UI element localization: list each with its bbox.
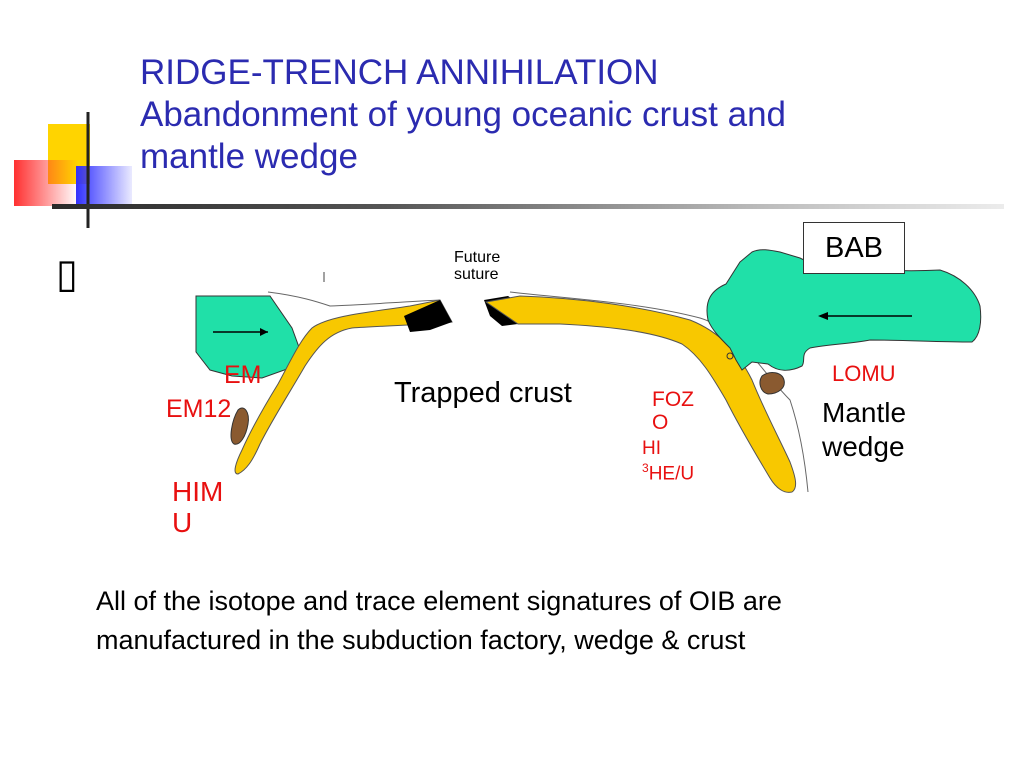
right-crust-slab: [484, 295, 797, 493]
bab-label-box: BAB: [803, 222, 905, 274]
trapped-crust-label: Trapped crust: [394, 377, 572, 409]
lomu-label: LOMU: [832, 361, 896, 386]
future-suture-label: Future suture: [454, 249, 501, 283]
mantle-wedge-label: Mantle wedge: [822, 397, 907, 462]
left-arrow-head: [260, 328, 268, 336]
left-suture-cap: [404, 300, 452, 332]
blue-square: [76, 166, 132, 206]
left-brown-blob: [230, 407, 249, 445]
missing-glyph-box-icon: ▯: [56, 251, 79, 297]
left-mantle-wedge: [195, 295, 301, 379]
he-u-superscript: 3: [642, 460, 649, 475]
he-u-label: HI 3HE/U: [642, 438, 695, 485]
slide-title: RIDGE-TRENCH ANNIHILATION Abandonment of…: [140, 52, 1000, 178]
right-brown-blob: [759, 372, 785, 395]
fozo-label: FOZ O: [652, 388, 694, 435]
title-underline: [52, 204, 1004, 209]
title-line-3: mantle wedge: [140, 137, 358, 176]
red-square: [14, 160, 78, 206]
footer-text: All of the isotope and trace element sig…: [96, 586, 782, 656]
em12-label: EM12: [166, 395, 232, 423]
title-line-1: RIDGE-TRENCH ANNIHILATION: [140, 53, 659, 92]
himu-label: HIM U: [172, 476, 224, 539]
small-circle-marker: [726, 352, 734, 360]
decorative-squares: [14, 112, 132, 228]
ridge-trench-diagram: [195, 249, 982, 493]
title-line-2: Abandonment of young oceanic crust and: [140, 95, 786, 134]
left-outline: [267, 291, 441, 307]
right-arrow-head: [818, 312, 828, 320]
em-label: EM: [224, 361, 262, 389]
